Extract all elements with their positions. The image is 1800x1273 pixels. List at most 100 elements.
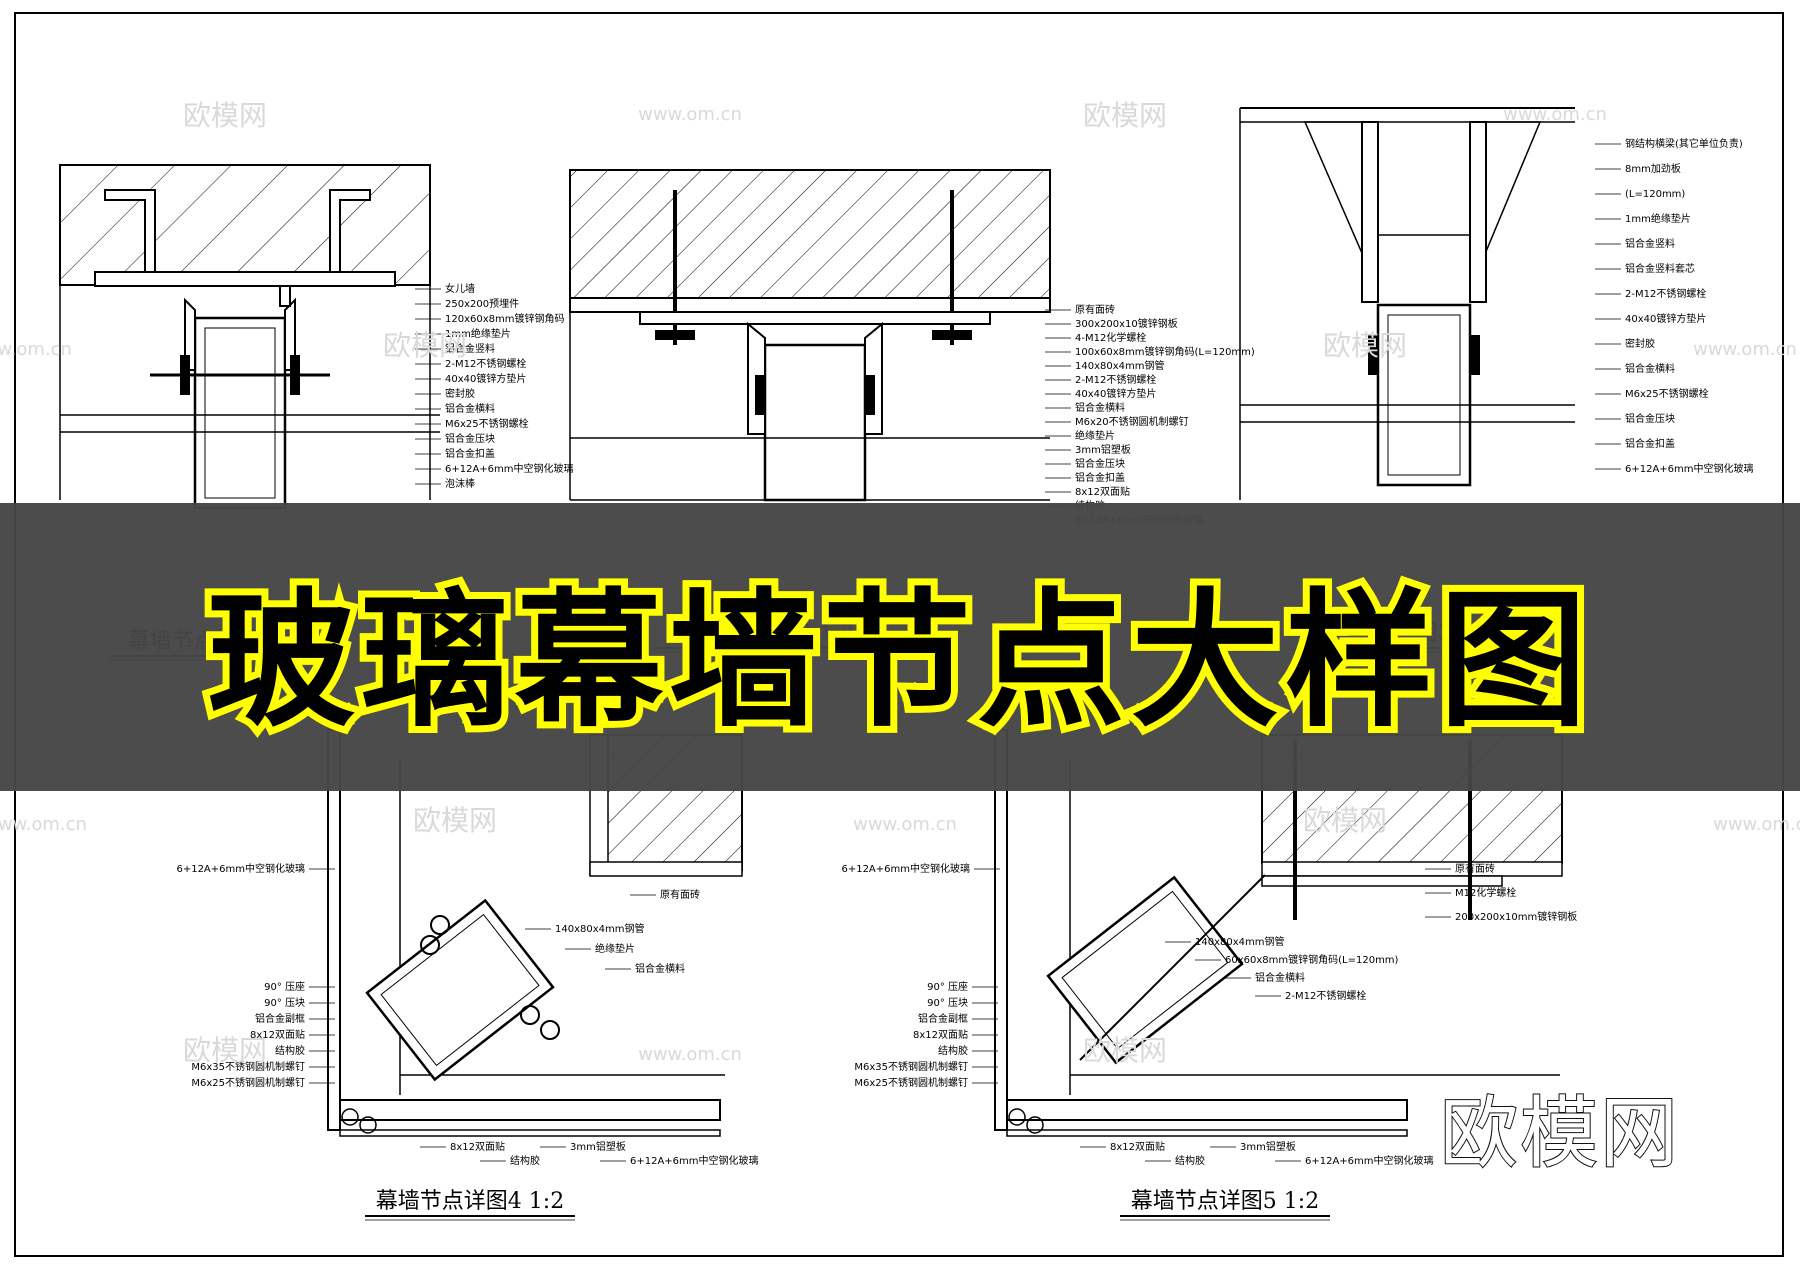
leader-label: 铝合金竖料 (1625, 237, 1675, 250)
leader-label: 8x12双面贴 (1110, 1140, 1165, 1153)
watermark-text: www.om.cn (853, 814, 957, 835)
watermark-text: www.om.cn (0, 814, 87, 835)
watermark-text: 欧模网 (1303, 804, 1387, 837)
watermarks: 欧模网www.om.cn欧模网www.om.cnwww.om.cn欧模网欧模网w… (0, 99, 1800, 1067)
leader-label: 6+12A+6mm中空钢化玻璃 (176, 862, 305, 875)
glass-horizontal-5 (1006, 1099, 1408, 1121)
embed-plate-1 (94, 271, 396, 287)
leader-label: 结构胶 (938, 1044, 968, 1057)
leader-label: 100x60x8mm镀锌钢角码(L=120mm) (1075, 345, 1255, 358)
leader-label: 6+12A+6mm中空钢化玻璃 (841, 862, 970, 875)
leader-label: 300x200x10镀锌钢板 (1075, 317, 1178, 330)
leader-label: 1mm绝缘垫片 (1625, 212, 1691, 225)
mullion-3 (1376, 303, 1472, 487)
watermark-text: 欧模网 (183, 99, 267, 132)
leader-label: 2-M12不锈钢螺栓 (445, 357, 526, 370)
leader-label: 铝合金扣盖 (445, 447, 495, 460)
leader-label: 结构胶 (1175, 1154, 1205, 1167)
leader-label: 密封胶 (1625, 337, 1655, 350)
leader-labels: 女儿墙250x200预埋件120x60x8mm镀锌钢角码1mm绝缘垫片铝合金竖料… (176, 137, 1753, 1167)
glass-horizontal-4 (339, 1099, 721, 1121)
leader-label: M6x35不锈钢圆机制螺钉 (854, 1060, 968, 1073)
detail-1 (59, 164, 440, 510)
leader-label: 3mm铝塑板 (1240, 1140, 1296, 1153)
leader-label: 2-M12不锈钢螺栓 (1285, 989, 1366, 1002)
watermark-text: 欧模网 (1083, 1034, 1167, 1067)
leader-label: 40x40镀锌方垫片 (445, 372, 526, 385)
watermark-text: 欧模网 (1083, 99, 1167, 132)
leader-label: 铝合金横料 (1075, 401, 1125, 414)
detail-title: 幕墙节点详图4 1:2 (376, 1189, 564, 1214)
leader-label: 3mm铝塑板 (570, 1140, 626, 1153)
leader-label: 8x12双面贴 (1075, 485, 1130, 498)
leader-label: 140x80x4mm钢管 (1075, 359, 1165, 372)
leader-label: 铝合金副框 (918, 1012, 968, 1025)
leader-label: 铝合金竖料 (445, 342, 495, 355)
leader-label: 绝缘垫片 (1075, 429, 1115, 442)
leader-label: 6+12A+6mm中空钢化玻璃 (1305, 1154, 1434, 1167)
leader-label: M6x25不锈钢螺栓 (445, 417, 529, 430)
leader-label: 铝合金副框 (255, 1012, 305, 1025)
leader-label: M6x20不锈钢圆机制螺钉 (1075, 415, 1189, 428)
watermark-text: www.om.cn (1503, 104, 1607, 125)
leader-label: 140x80x4mm钢管 (555, 922, 645, 935)
watermark-text: www.om.cn (0, 339, 72, 360)
leader-label: 8x12双面贴 (250, 1028, 305, 1041)
leader-label: M12化学螺栓 (1455, 886, 1516, 899)
concrete-slab-2 (569, 169, 1051, 301)
leader-label: 200x200x10mm镀锌钢板 (1455, 910, 1577, 923)
leader-label: 原有面砖 (660, 888, 700, 901)
leader-label: 4-M12化学螺栓 (1075, 331, 1146, 344)
detail-2 (569, 169, 1051, 502)
leader-label: 8x12双面贴 (913, 1028, 968, 1041)
watermark-text: www.om.cn (1693, 339, 1797, 360)
leader-label: 铝合金扣盖 (1075, 471, 1125, 484)
leader-label: 铝合金压块 (445, 432, 495, 445)
leader-label: 40x40镀锌方垫片 (1075, 387, 1156, 400)
watermark-text: 欧模网 (1323, 329, 1407, 362)
steel-tube-2 (763, 343, 867, 502)
leader-label: 铝合金扣盖 (1625, 437, 1675, 450)
leader-label: 泡沫棒 (445, 477, 475, 490)
leader-label: 6+12A+6mm中空钢化玻璃 (1625, 462, 1754, 475)
leader-label: 250x200预埋件 (445, 298, 519, 310)
watermark-text: www.om.cn (638, 1044, 742, 1065)
leader-label: 铝合金横料 (635, 962, 685, 975)
leader-label: 原有面砖 (1075, 303, 1115, 316)
watermark-text: www.om.cn (1713, 814, 1800, 835)
leader-label: M6x35不锈钢圆机制螺钉 (191, 1060, 305, 1073)
leader-label: 铝合金压块 (1075, 457, 1125, 470)
banner-title: 玻璃幕墙节点大样图 (200, 568, 1594, 754)
leader-label: M6x25不锈钢圆机制螺钉 (191, 1076, 305, 1089)
leader-label: 铝合金横料 (1255, 971, 1305, 984)
detail-title: 幕墙节点详图5 1:2 (1131, 1189, 1319, 1214)
leader-label: 原有面砖 (1455, 862, 1495, 875)
leader-label: 铝合金横料 (1625, 362, 1675, 375)
leader-label: 6+12A+6mm中空钢化玻璃 (445, 462, 574, 475)
watermark-text: 欧模网 (413, 804, 497, 837)
leader-label: 1mm绝缘垫片 (445, 327, 511, 340)
leader-label: 铝合金横料 (445, 402, 495, 415)
leader-label: 女儿墙 (445, 282, 475, 295)
leader-label: 90° 压座 (927, 980, 968, 993)
leader-label: 90° 压块 (264, 997, 305, 1009)
leader-label: 密封胶 (445, 387, 475, 400)
leader-label: 140x80x4mm钢管 (1195, 935, 1285, 948)
leader-label: 8x12双面贴 (450, 1140, 505, 1153)
diagonal-tube-4 (365, 898, 555, 1082)
leader-label: 结构胶 (275, 1044, 305, 1057)
leader-label: 钢结构横梁(其它单位负责) (1625, 137, 1743, 150)
detail-3 (1239, 107, 1575, 500)
leader-label: 结构胶 (510, 1154, 540, 1167)
leader-label: M6x25不锈钢螺栓 (1625, 387, 1709, 400)
leader-label: 2-M12不锈钢螺栓 (1075, 373, 1156, 386)
leader-label: 90° 压座 (264, 980, 305, 993)
watermark-text: 欧模网 (183, 1034, 267, 1067)
diagonal-tube-5 (1046, 875, 1244, 1065)
leader-label: 120x60x8mm镀锌钢角码 (445, 312, 565, 325)
leader-label: 铝合金竖料套芯 (1625, 262, 1695, 275)
leader-label: 铝合金压块 (1625, 412, 1675, 425)
watermark-text: 欧模网 (383, 329, 467, 362)
